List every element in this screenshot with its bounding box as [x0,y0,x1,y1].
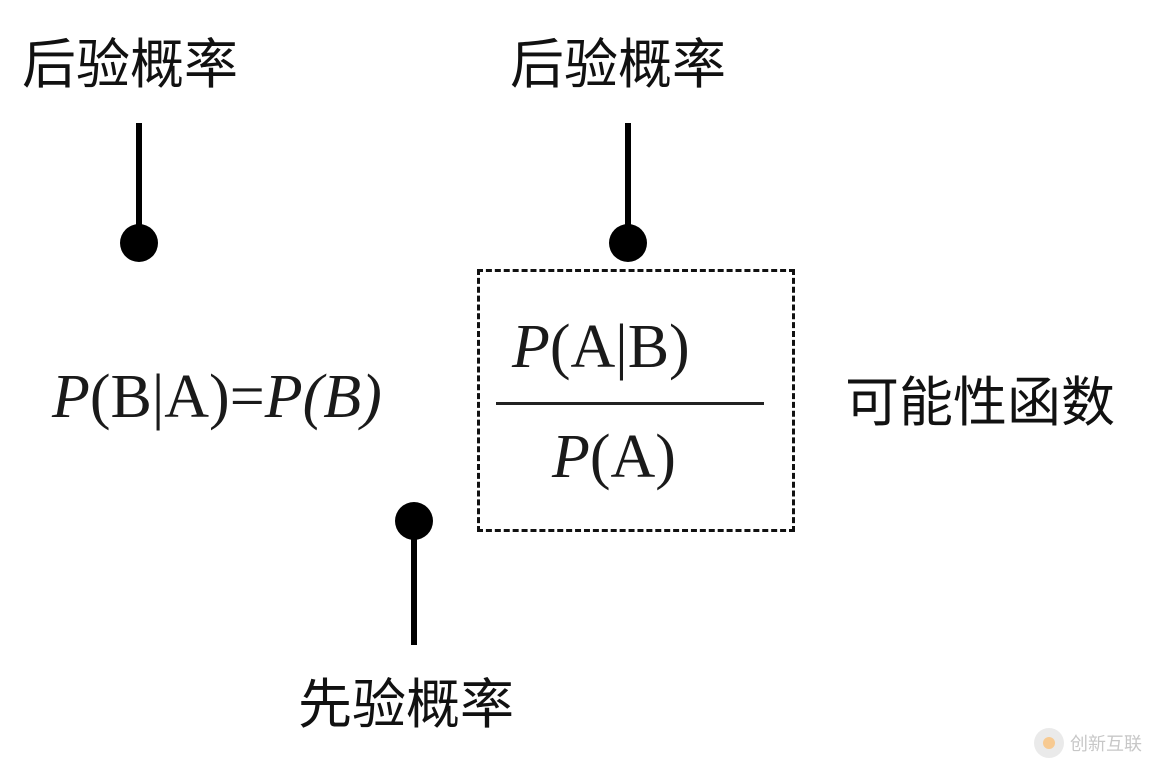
formula-lhs-args: (B|A)= [89,363,265,431]
formula-denominator-p: P [552,423,590,491]
formula-numerator: P(A|B) [512,316,690,378]
watermark: 创新互联 [1034,728,1142,758]
formula-prior-args: (B) [302,363,382,431]
formula-denominator-args: (A) [589,423,676,491]
fraction-bar [496,402,764,405]
posterior-right-dot [609,224,647,262]
formula-lhs-p: P [52,363,90,431]
posterior-probability-label-left: 后验概率 [22,33,238,96]
prior-probability-label: 先验概率 [298,673,514,736]
posterior-probability-label-right: 后验概率 [510,33,726,96]
likelihood-dashed-box [477,269,795,532]
posterior-left-dot [120,224,158,262]
likelihood-function-label: 可能性函数 [845,371,1115,434]
formula-numerator-args: (A|B) [549,313,690,381]
formula-denominator: P(A) [552,426,676,488]
formula-numerator-p: P [512,313,550,381]
formula-prior-p: P [264,363,303,431]
watermark-text: 创新互联 [1070,734,1142,755]
formula-left-side: P(B|A)=P(B) [52,366,382,428]
watermark-logo-icon [1034,728,1064,758]
prior-dot [395,502,433,540]
